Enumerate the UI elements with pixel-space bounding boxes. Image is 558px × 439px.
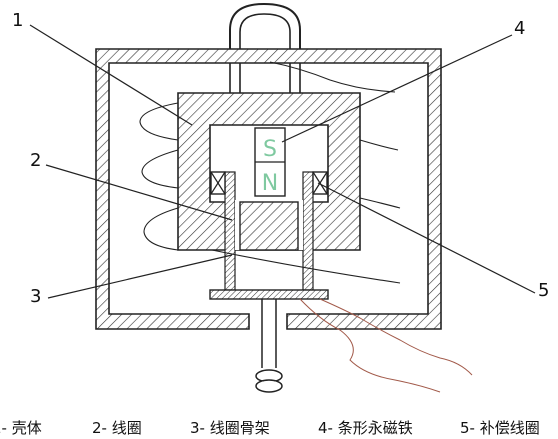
legend-item-3: 3- 线圈骨架 — [190, 419, 270, 437]
handle-inner — [239, 13, 291, 50]
callout-4: 4 — [514, 18, 526, 39]
callout-1: 1 — [12, 10, 24, 31]
coil-winding — [139, 61, 401, 284]
callout-5: 5 — [538, 280, 550, 301]
handle — [229, 2, 301, 50]
callout-3: 3 — [30, 286, 42, 307]
callout-2: 2 — [30, 150, 42, 171]
leader-2 — [45, 164, 233, 221]
coil-bobbin-left — [224, 171, 236, 291]
inner-pole — [239, 201, 299, 251]
magnet-north-label: N — [262, 171, 278, 196]
core-block — [177, 92, 361, 251]
lead-wire-2 — [319, 298, 473, 376]
legend-item-2: 2- 线圈 — [92, 419, 142, 437]
bobbin-base-plate — [209, 289, 329, 300]
magnet-south-label: S — [263, 137, 277, 162]
leader-3 — [47, 254, 233, 299]
leader-4 — [281, 34, 513, 143]
sensor-cross-section-diagram: S N — [29, 2, 536, 393]
leader-1 — [29, 24, 193, 126]
legend-item-4: 4- 条形永磁铁 — [318, 419, 413, 437]
lead-wire-1 — [299, 298, 441, 393]
legend-item-5: 5- 补偿线圈 — [460, 419, 540, 437]
coil-bobbin-right — [302, 171, 314, 291]
legend: 1- 壳体 2- 线圈 3- 线圈骨架 4- 条形永磁铁 5- 补偿线圈 — [0, 413, 558, 439]
legend-item-1: 1- 壳体 — [0, 419, 42, 437]
leader-5 — [317, 182, 536, 294]
housing-shell — [95, 48, 442, 330]
